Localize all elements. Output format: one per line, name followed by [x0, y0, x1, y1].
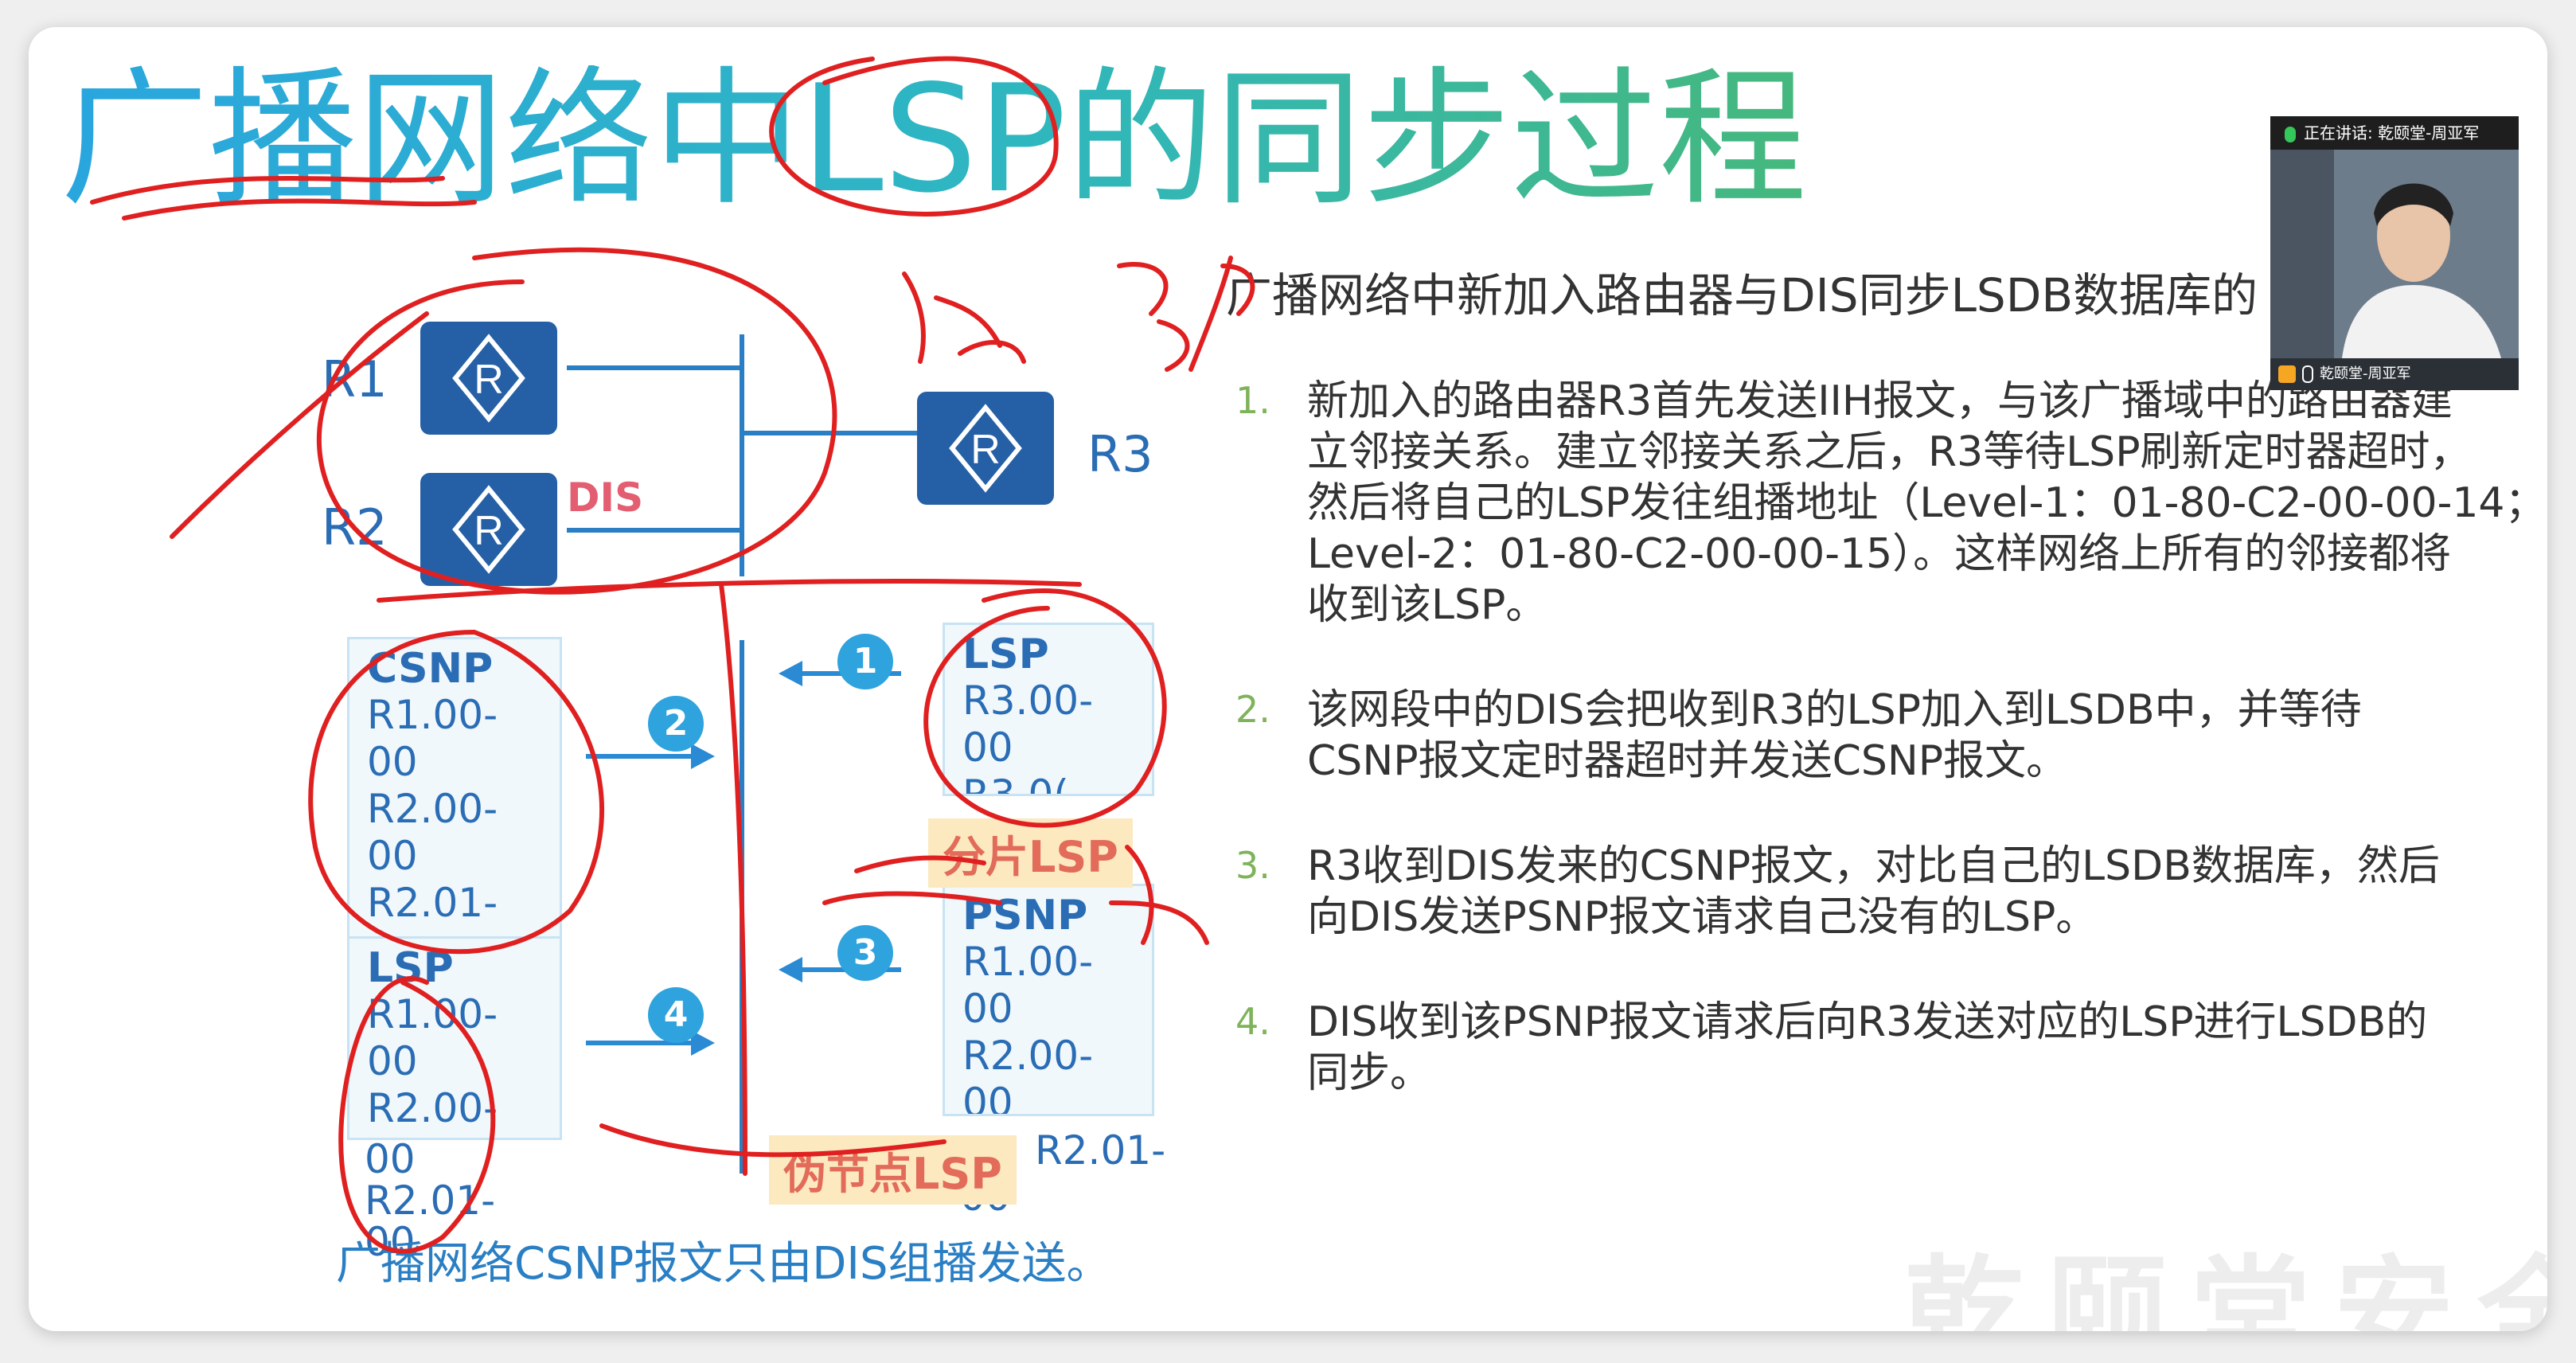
pdu-lsp-list: LSP R1.00- 00 R2.00-	[347, 936, 562, 1140]
router-r3-label: R3	[1087, 425, 1153, 483]
svg-text:R: R	[474, 508, 504, 554]
item-line: R3收到DIS发来的CSNP报文，对比自己的LSDB数据库，然后	[1307, 842, 2440, 890]
pdu-entry: R2.01-	[365, 1177, 496, 1224]
pdu-header: CSNP	[367, 645, 494, 693]
item-line: 立邻接关系。建立邻接关系之后，R3等待LSP刷新定时器超时，	[1307, 428, 2472, 476]
slide-canvas: 广播网络中LSP的同步过程 R R R R1 R2 R3 DIS LSP R3.…	[29, 27, 2547, 1331]
speaker-name-bar: 乾颐堂-周亚军	[2270, 358, 2519, 390]
watermark-logo: 乾颐堂安全	[1904, 1244, 2547, 1331]
callout-pseudonode-lsp: 伪节点LSP	[769, 1135, 1017, 1205]
speaker-status-bar: 正在讲话: 乾颐堂-周亚军	[2270, 116, 2519, 150]
pdu-entry: R1.00-	[367, 692, 498, 738]
step-3-badge: 3	[837, 925, 893, 981]
pdu-entry: 00	[962, 986, 1013, 1032]
item-line: CSNP报文定时器超时并发送CSNP报文。	[1307, 737, 2068, 785]
pdu-entry: R3.0(	[962, 771, 1069, 796]
pdu-entry: 00	[367, 1038, 418, 1084]
svg-text:R: R	[970, 427, 1001, 473]
item-line: 收到该LSP。	[1307, 581, 1548, 629]
item-line: Level-2：01-80-C2-00-00-15）。这样网络上所有的邻接都将	[1307, 530, 2452, 578]
router-r2-label: R2	[322, 498, 388, 557]
speaker-name: 乾颐堂-周亚军	[2320, 365, 2411, 382]
dis-label: DIS	[567, 475, 644, 521]
router-r1-icon: R	[420, 322, 557, 435]
pdu-entry: 00	[962, 1080, 1013, 1116]
mic-icon	[2285, 126, 2296, 143]
svg-text:R: R	[474, 357, 504, 403]
item-number: 2.	[1235, 688, 1270, 731]
pdu-entry: R2.00-	[367, 786, 498, 832]
pdu-entry: R3.00-	[962, 678, 1094, 724]
user-icon	[2278, 365, 2296, 383]
mic-icon	[2302, 365, 2313, 383]
pdu-csnp: CSNP R1.00- 00 R2.00- 00 R2.01-	[347, 637, 562, 952]
callout-fragment-lsp: 分片LSP	[928, 818, 1133, 888]
speaker-avatar-icon	[2270, 150, 2519, 358]
item-line: 该网段中的DIS会把收到R3的LSP加入到LSDB中，并等待	[1307, 686, 2362, 734]
item-number: 1.	[1235, 379, 1270, 422]
item-number: 3.	[1235, 844, 1270, 887]
pdu-entry: 00	[367, 833, 418, 879]
pdu-header: LSP	[962, 631, 1049, 678]
pdu-entry: R2.01-	[367, 880, 498, 926]
router-r2-icon: R	[420, 473, 557, 586]
pdu-entry: 00	[365, 1136, 416, 1182]
step-1-badge: 1	[837, 634, 893, 689]
pdu-entry: R2.00-	[962, 1033, 1094, 1079]
pdu-header: PSNP	[962, 892, 1088, 939]
pdu-entry: R2.01-	[1035, 1127, 1166, 1174]
pdu-entry: 00	[962, 724, 1013, 771]
right-heading: 广播网络中新加入路由器与DIS同步LSDB数据库的	[1226, 268, 2258, 322]
pdu-entry: R1.00-	[367, 991, 498, 1037]
item-line: 同步。	[1307, 1049, 1432, 1097]
pdu-entry: R1.00-	[962, 939, 1094, 985]
step-2-badge: 2	[648, 696, 704, 752]
item-line: 向DIS发送PSNP报文请求自己没有的LSP。	[1307, 893, 2098, 941]
speaker-video[interactable]: 正在讲话: 乾颐堂-周亚军 乾颐堂-周亚军	[2270, 116, 2519, 390]
pdu-psnp: PSNP R1.00- 00 R2.00- 00	[943, 884, 1154, 1116]
pdu-lsp-r3: LSP R3.00- 00 R3.0(	[943, 623, 1154, 796]
step-4-badge: 4	[648, 987, 704, 1043]
router-r1-label: R1	[322, 350, 388, 408]
pdu-entry: 00	[367, 739, 418, 785]
speaking-label: 正在讲话: 乾颐堂-周亚军	[2304, 123, 2480, 143]
bottom-note: 广播网络CSNP报文只由DIS组播发送。	[336, 1238, 1111, 1290]
router-r3-icon: R	[917, 392, 1054, 505]
item-number: 4.	[1235, 1000, 1270, 1043]
pdu-header: LSP	[367, 944, 454, 992]
item-line: 然后将自己的LSP发往组播地址（Level-1：01-80-C2-00-00-1…	[1307, 479, 2547, 527]
pdu-entry: R2.00-	[367, 1085, 498, 1131]
item-line: DIS收到该PSNP报文请求后向R3发送对应的LSP进行LSDB的	[1307, 998, 2428, 1046]
item-line: 新加入的路由器R3首先发送IIH报文，与该广播域中的路由器建	[1307, 377, 2453, 425]
